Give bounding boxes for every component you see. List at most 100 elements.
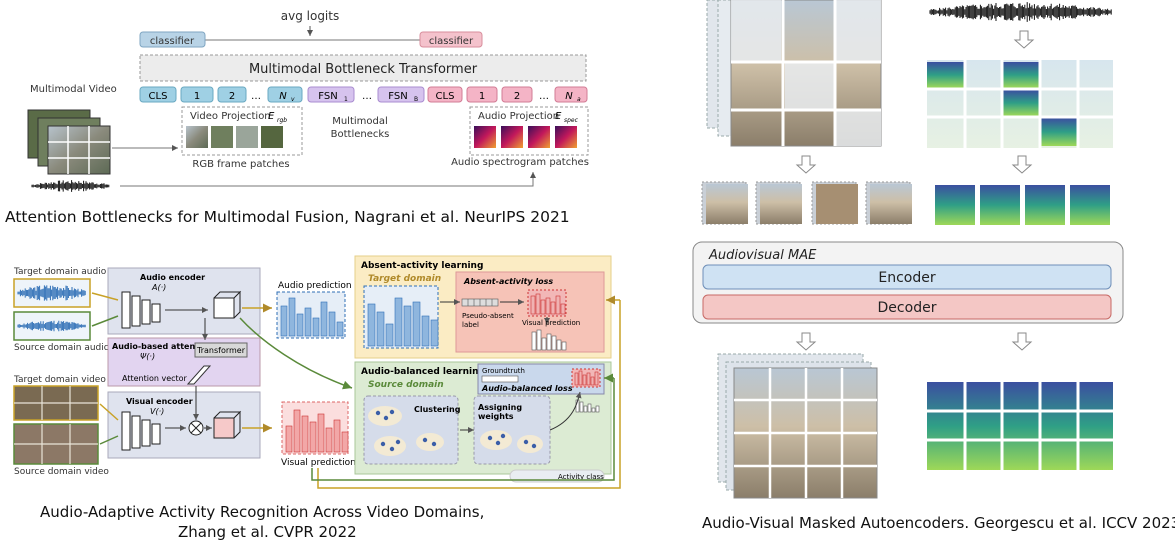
visual-encoder-layers [121,411,161,451]
diagram-bar [556,339,562,351]
diagram-bar [591,407,596,413]
video-projection-label: Video Projection [190,111,271,122]
svg-text:1: 1 [344,96,348,103]
source-audio-label: Source domain audio [14,343,110,353]
diagram-bar [574,372,579,386]
decoder-label: Decoder [878,300,937,316]
audio-encoder-layers [121,291,161,329]
mae-title: Audiovisual MAE [708,248,817,263]
balanced-prediction-bars [574,370,599,386]
diagram-bar [546,333,552,351]
diagram-bar [561,341,567,351]
encoder-label: Encoder [878,270,935,286]
absent-learning-label: Absent-activity learning [361,261,483,271]
diagram-bar [333,419,341,453]
target-audio-label: Target domain audio [13,267,107,277]
visible-image-patches [701,181,912,225]
token-fsn-1: FSN [318,91,337,102]
diagram-bar [385,323,394,347]
diagram-bar [403,305,412,347]
audio-adaptive-diagram: Target domain audio Source domain audio … [13,255,621,489]
audio-waveform [31,180,110,192]
target-audio-waveform [17,285,86,301]
classifier-left-label: classifier [150,36,195,47]
down-arrows [795,30,1035,351]
diagram-bar [535,293,541,315]
avg-logits-label: avg logits [281,9,339,23]
diagram-bar [394,297,403,347]
diagram-bar [320,301,328,337]
video-projection-symbol: E [268,111,275,122]
visible-spectrogram-patches [935,185,1110,225]
diagram-bar [328,311,336,337]
audio-attention-label: Audio-based attention [112,342,213,351]
mm-bottlenecks-line1: Multimodal [332,116,388,127]
diagram-bar [280,305,288,337]
masked-spectrogram [927,60,1113,148]
target-video-label: Target domain video [13,375,106,385]
spec-patches-label: Audio spectrogram patches [451,157,589,168]
clustering-label: Clustering [414,405,461,414]
diagram-bar [531,331,537,351]
video-projection-sub: rgb [277,117,287,124]
mm-bottlenecks-line2: Bottlenecks [331,129,390,140]
absent-visual-prediction-bars [530,293,566,315]
target-prediction-bars [367,297,439,347]
diagram-bar [412,301,421,347]
transformer-label: Transformer [196,346,246,355]
pseudo-absent-label-vector [461,298,499,307]
transformer-box [194,342,248,358]
rgb-patch-thumbs [186,126,283,148]
diagram-bar [296,313,304,337]
diagram-bar [551,335,557,351]
rgb-patches-label: RGB frame patches [192,159,289,170]
pseudo-absent-line1: Pseudo-absent [462,312,514,320]
token-fsn-ellipsis: … [362,91,372,102]
visual-prediction-label: Visual prediction [281,458,356,468]
diagram-bar [590,376,595,386]
target-domain-label: Target domain [368,274,441,284]
audio-tokens: CLS 1 2 … N a [427,86,588,103]
diagram-bar [541,337,547,351]
diagram-bar [301,415,309,453]
classifier-left-box [139,31,206,48]
video-tokens: CLS 1 2 … N v [139,86,303,103]
spectrogram-patch-thumbs [474,126,577,148]
audio-prediction-bars [280,297,344,337]
svg-text:v: v [291,96,295,103]
token-video-2: 2 [229,91,235,102]
token-fsn-b: FSN [388,91,407,102]
diagram-bar [587,403,592,413]
token-audio-n: N [565,91,573,102]
diagram-bar [325,427,333,453]
mbt-caption: Attention Bottlenecks for Multimodal Fus… [5,208,570,226]
activity-class-label: Activity class [558,473,604,481]
audio-adaptive-caption-line1: Audio-Adaptive Activity Recognition Acro… [40,503,485,521]
video-frames-stack [27,109,111,175]
av-mae-diagram: Audiovisual MAE Encoder Decoder [692,0,1124,499]
audio-projection-symbol: E [555,111,562,122]
diagram-bar [550,301,556,315]
diagram-bar [545,297,551,315]
diagram-bar [367,303,376,347]
audio-encoder-label: Audio encoder [140,273,205,282]
masked-image-stack [706,0,882,147]
absent-visual-prediction-small-bars [531,329,567,351]
diagram-bar [582,374,587,386]
av-mae-caption: Audio-Visual Masked Autoencoders. George… [702,514,1175,532]
audio-prediction-label: Audio prediction [278,281,352,291]
audio-adaptive-caption-line2: Zhang et al. CVPR 2022 [178,523,357,541]
audio-feature-cube [213,297,235,319]
visual-encoder-symbol: V(·) [150,407,164,416]
diagram-bar [560,303,566,315]
token-audio-2: 2 [514,91,520,102]
diagram-bar [312,317,320,337]
svg-text:a: a [577,96,581,103]
source-video-label: Source domain video [14,467,109,477]
diagram-bar [376,311,385,347]
pseudo-absent-line2: label [462,321,479,329]
diagram-bar [309,421,317,453]
classifier-right-box [419,31,483,48]
diagram-bar [317,413,325,453]
audio-projection-label: Audio Projection [478,111,559,122]
